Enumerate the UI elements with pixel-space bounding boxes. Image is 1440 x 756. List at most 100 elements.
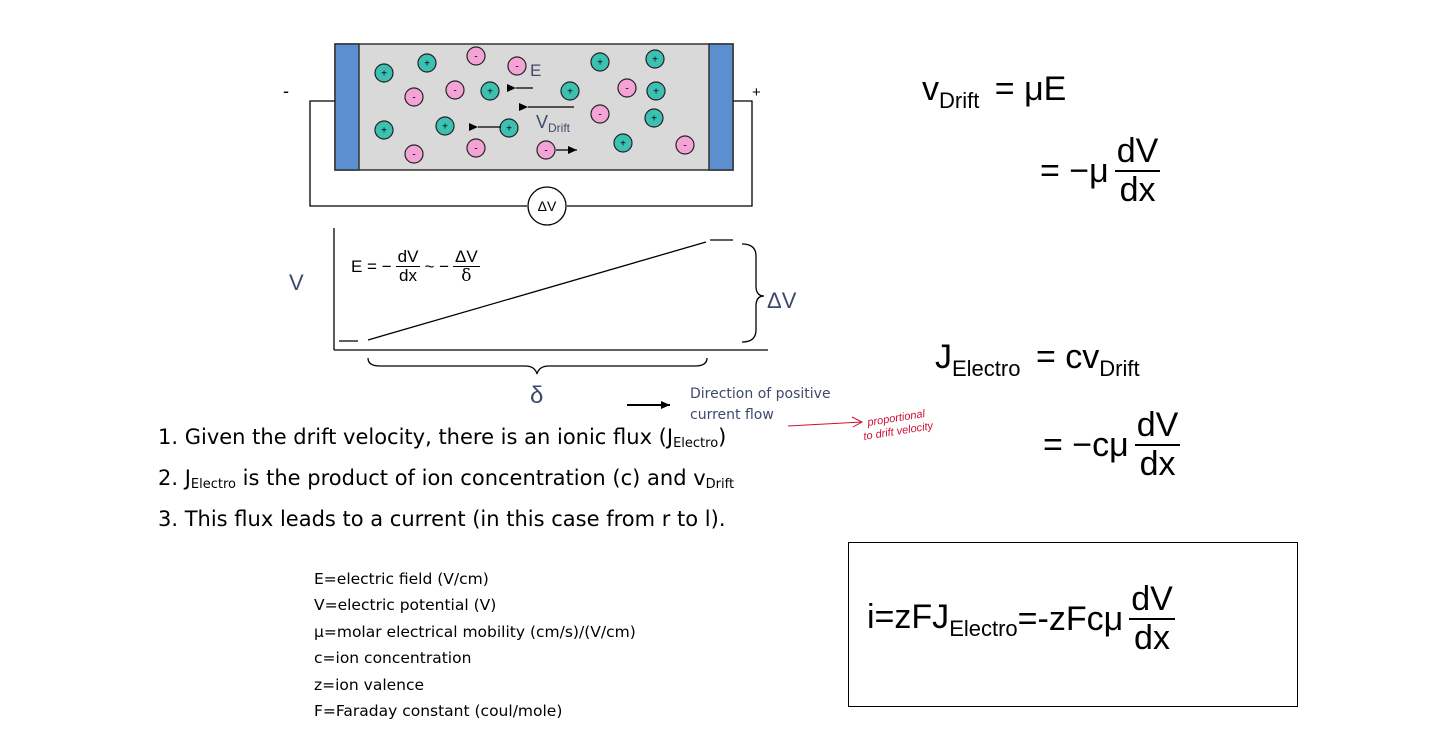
plus-sign: + <box>487 87 493 98</box>
plus-sign: + <box>567 87 573 98</box>
anion-ion: - <box>536 140 556 160</box>
vdrift-fraction: dV dx <box>1114 132 1161 209</box>
anion-ion: - <box>617 78 637 98</box>
vdrift-rhs2-prefix: = −μ <box>1040 152 1109 191</box>
vdrift-lhs: vDrift <box>922 70 980 113</box>
current-equation-box <box>848 542 1298 707</box>
anion-ion: - <box>404 87 424 107</box>
plus-sign: + <box>506 124 512 135</box>
minus-sign: - <box>544 146 547 157</box>
definition-item: c=ion concentration <box>314 649 472 668</box>
minus-sign: - <box>412 150 415 161</box>
current-eq-part2: =-zFcμ <box>1017 600 1124 639</box>
variable-definitions: E=electric field (V/cm) V=electric poten… <box>314 566 636 724</box>
current-frac-den: dx <box>1134 618 1170 657</box>
anion-ion: - <box>466 138 486 158</box>
current-eq-part1: i=zFJElectro <box>867 597 1018 641</box>
plus-sign: + <box>620 139 626 150</box>
jelectro-frac-num: dV <box>1134 406 1181 446</box>
vdrift-frac-den: dx <box>1119 170 1156 209</box>
definition-item: μ=molar electrical mobility (cm/s)/(V/cm… <box>314 622 636 641</box>
circuit-wire <box>309 100 527 207</box>
positive-electrode <box>708 43 734 171</box>
jelectro-lhs: JElectro <box>935 338 1021 381</box>
cation-ion: + <box>374 63 394 83</box>
explanation-list: 1. Given the drift velocity, there is an… <box>158 420 734 536</box>
plus-sign: + <box>381 69 387 80</box>
cation-ion: + <box>499 118 519 138</box>
cation-ion: + <box>374 120 394 140</box>
field-equation: E = − dV dx ~ − ΔV δ <box>351 248 480 286</box>
potential-ramp <box>367 241 707 341</box>
cation-ion: + <box>480 81 500 101</box>
drift-label: VDrift <box>536 112 571 135</box>
definition-item: V=electric potential (V) <box>314 596 497 615</box>
minus-sign: - <box>453 86 456 97</box>
cation-ion: + <box>644 108 664 128</box>
plus-sign: + <box>381 126 387 137</box>
jelectro-equation-line1: JElectro = cvDrift <box>935 338 1140 382</box>
graph-axis-label: V <box>289 270 304 295</box>
field-eq-frac2-den: δ <box>461 265 472 286</box>
list-item: 3. This flux leads to a current (in this… <box>158 507 726 531</box>
minus-sign: - <box>474 52 477 63</box>
delta-v-brace <box>741 243 765 343</box>
field-eq-frac2-num: ΔV <box>453 247 480 267</box>
plus-sign: + <box>653 87 659 98</box>
cation-ion: + <box>435 116 455 136</box>
minus-sign: - <box>683 141 686 152</box>
minus-sign: - <box>474 144 477 155</box>
minus-sign: - <box>515 62 518 73</box>
voltmeter <box>527 186 567 226</box>
anion-ion: - <box>590 104 610 124</box>
field-eq-lhs: E = − <box>351 256 392 276</box>
vdrift-equation-line1: vDrift = μE <box>922 70 1066 114</box>
definition-item: z=ion valence <box>314 675 425 694</box>
definition-item: E=electric field (V/cm) <box>314 570 489 588</box>
cation-ion: + <box>560 81 580 101</box>
plus-sign: + <box>597 58 603 69</box>
delta-v-label: ΔV <box>767 288 797 313</box>
field-eq-frac2: ΔV δ <box>453 248 480 286</box>
circuit-wire <box>567 100 753 207</box>
definition-item: F=Faraday constant (coul/mole) <box>314 702 563 721</box>
current-fraction: dV dx <box>1129 580 1175 657</box>
current-flow-caption: Direction of positive current flow <box>690 384 831 426</box>
field-eq-frac1-den: dx <box>399 265 418 285</box>
positive-terminal: + <box>752 84 761 101</box>
current-equation: i=zFJElectro =-zFcμ dV dx <box>867 580 1175 657</box>
cation-ion: + <box>645 49 665 69</box>
caption-line: Direction of positive <box>690 386 831 402</box>
plus-sign: + <box>651 114 657 125</box>
cation-ion: + <box>613 133 633 153</box>
field-eq-frac1: dV dx <box>395 247 421 286</box>
vdrift-frac-num: dV <box>1114 132 1161 172</box>
jelectro-rhs1: = cvDrift <box>1035 338 1140 381</box>
anion-ion: - <box>404 144 424 164</box>
cation-ion: + <box>590 52 610 72</box>
anion-ion: - <box>466 46 486 66</box>
current-frac-num: dV <box>1129 580 1175 620</box>
vdrift-rhs1: = μE <box>994 70 1067 108</box>
vdrift-equation-line2: = −μ dV dx <box>1040 132 1161 209</box>
field-eq-frac1-num: dV <box>395 247 421 267</box>
anion-ion: - <box>507 56 527 76</box>
negative-electrode <box>334 43 360 171</box>
negative-terminal: - <box>283 81 289 101</box>
delta-label: δ <box>530 382 543 409</box>
jelectro-equation-line2: = −cμ dV dx <box>1043 406 1181 483</box>
voltmeter-label: ΔV <box>538 198 557 214</box>
plus-sign: + <box>424 59 430 70</box>
anion-ion: - <box>445 80 465 100</box>
minus-sign: - <box>598 110 601 121</box>
plus-sign: + <box>442 122 448 133</box>
list-item: 1. Given the drift velocity, there is an… <box>158 425 727 451</box>
minus-sign: - <box>625 84 628 95</box>
handwritten-annotation <box>787 416 864 428</box>
anion-ion: - <box>675 135 695 155</box>
cation-ion: + <box>646 81 666 101</box>
field-eq-approx: ~ − <box>424 256 450 276</box>
caption-line: current flow <box>690 407 774 423</box>
delta-brace <box>367 357 708 375</box>
